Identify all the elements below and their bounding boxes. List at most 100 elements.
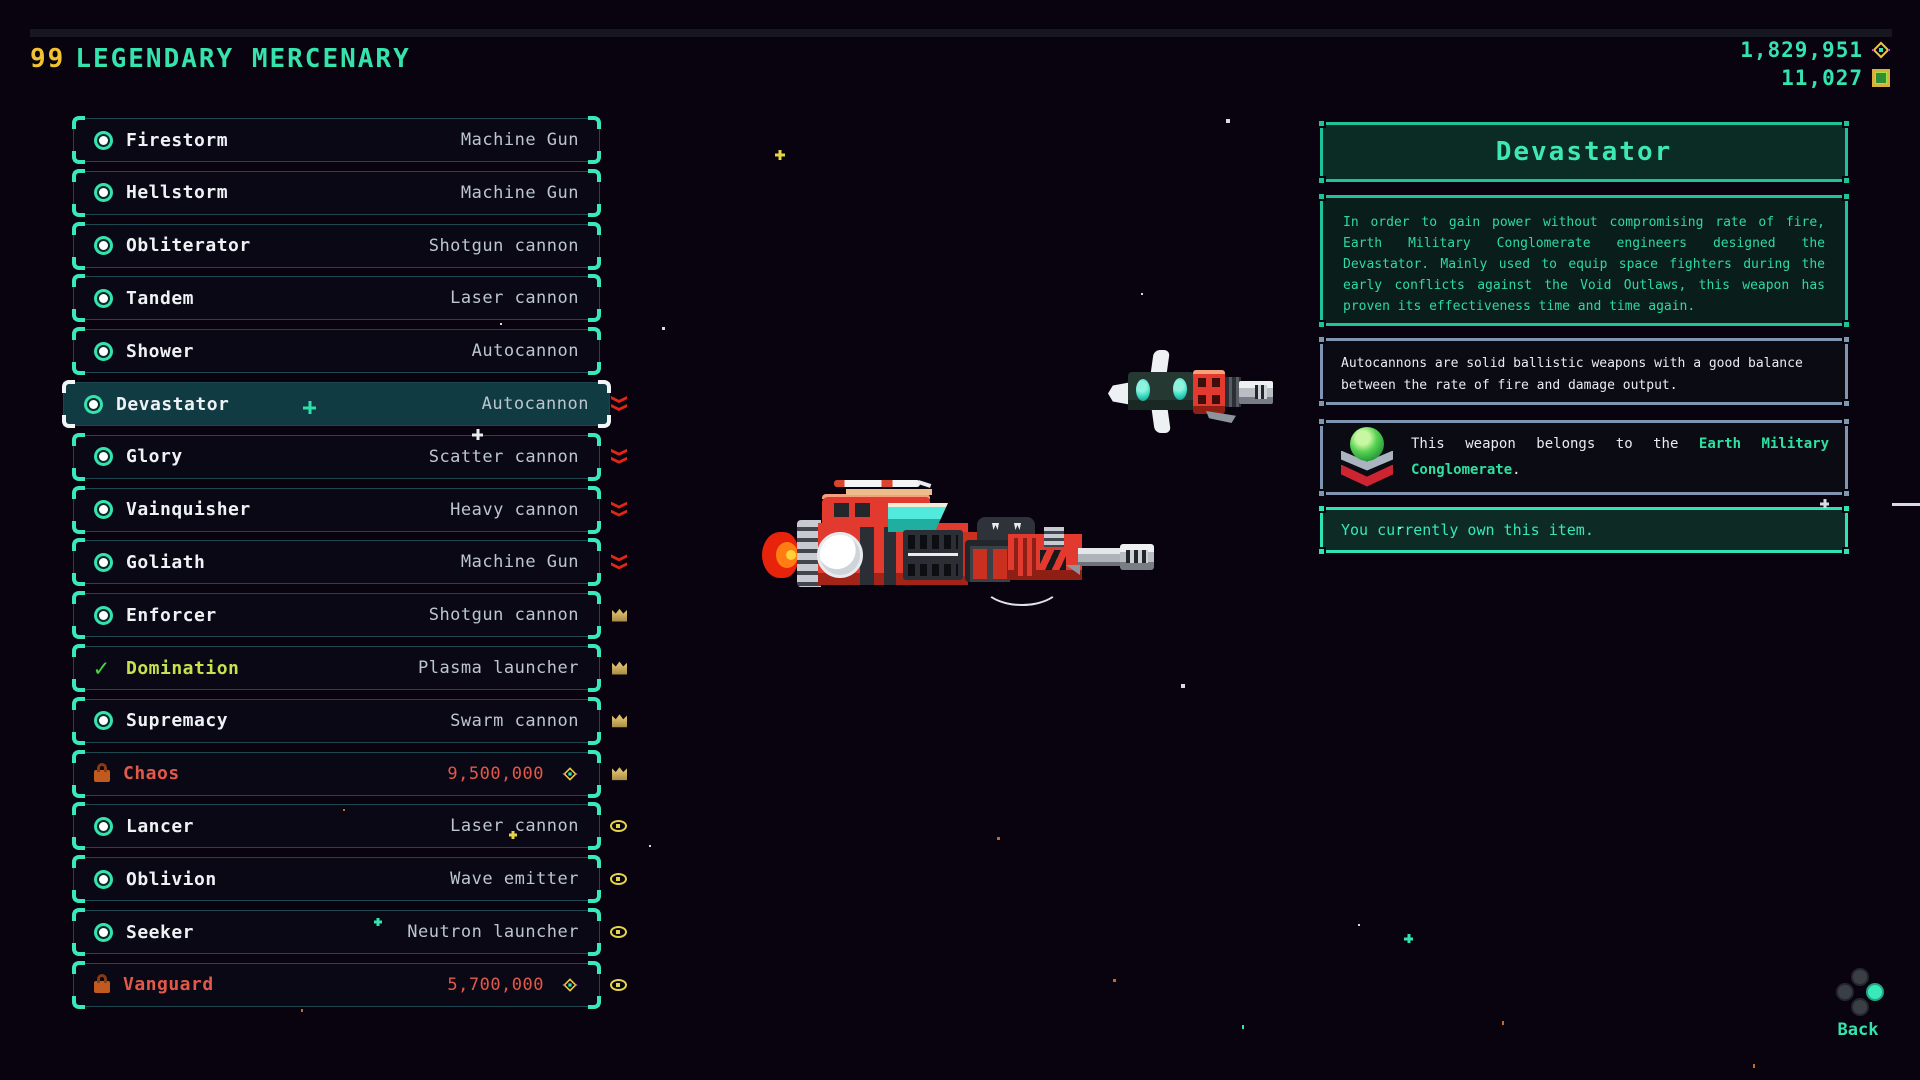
star — [1892, 503, 1920, 506]
bullet-icon — [99, 821, 108, 831]
bracket-icon — [72, 591, 85, 605]
weapon-description-box: In order to gain power without compromis… — [1317, 192, 1851, 329]
weapon-row[interactable]: Hellstorm Machine Gun — [72, 168, 601, 217]
weapon-row[interactable]: Glory Scatter cannon — [72, 432, 601, 481]
weapon-name: Chaos — [123, 763, 180, 785]
gem-icon — [563, 978, 577, 992]
weapon-name: Lancer — [126, 815, 195, 837]
weapon-name: Hellstorm — [126, 182, 229, 204]
weapon-name: Glory — [126, 446, 183, 468]
ownership-box: You currently own this item. — [1317, 504, 1851, 556]
bullet-icon — [99, 505, 108, 515]
weapon-name: Vainquisher — [126, 499, 251, 521]
weapon-name: Shower — [126, 340, 195, 362]
lock-icon — [94, 974, 110, 994]
bracket-icon — [588, 362, 601, 376]
weapon-name: Seeker — [126, 921, 195, 943]
weapon-type: Machine Gun — [460, 552, 579, 573]
bracket-icon — [588, 784, 601, 798]
weapon-row[interactable]: Chaos 9,500,000 — [72, 749, 627, 798]
bracket-icon — [72, 116, 85, 129]
weapon-type: Laser cannon — [450, 816, 579, 837]
bracket-icon — [72, 696, 85, 710]
bracket-icon — [588, 943, 601, 956]
weapon-type: Neutron launcher — [407, 922, 579, 942]
back-button[interactable]: Back — [1816, 968, 1900, 1040]
bullet-icon — [99, 135, 108, 145]
gem-icon — [563, 766, 577, 780]
weapon-row[interactable]: ✓ Domination Plasma launcher — [72, 644, 627, 692]
autocannon-sprite — [1103, 345, 1298, 450]
bracket-icon — [588, 573, 601, 587]
weapon-name: Tandem — [126, 287, 195, 309]
faction-name: Earth Military Conglomerate — [1411, 435, 1829, 478]
weapon-type: Scatter cannon — [428, 446, 579, 467]
faction-box: This weapon belongs to the Earth Militar… — [1317, 417, 1851, 498]
star — [997, 837, 1000, 840]
weapon-row[interactable]: Vanguard 5,700,000 — [72, 960, 627, 1009]
star — [1404, 934, 1413, 943]
weapon-row[interactable]: Obliterator Shotgun cannon — [72, 221, 601, 270]
bullet-icon — [99, 241, 108, 251]
bracket-icon — [72, 995, 85, 1009]
bullet-icon — [99, 557, 108, 567]
bracket-icon — [588, 520, 601, 534]
bracket-icon — [72, 538, 85, 552]
weapon-row[interactable]: Devastator Autocannon — [62, 380, 611, 428]
bracket-icon — [72, 362, 85, 376]
weapon-name: Domination — [126, 657, 240, 679]
bracket-icon — [72, 573, 85, 587]
weapon-name: Supremacy — [126, 710, 229, 732]
bracket-icon — [588, 802, 601, 816]
player-rank: LEGENDARY MERCENARY — [75, 44, 411, 74]
xp-bar — [30, 29, 1892, 37]
credits-value: 1,829,951 — [1740, 38, 1863, 62]
bracket-icon — [588, 890, 601, 904]
bracket-icon — [72, 309, 85, 323]
cursor-crosshair[interactable] — [303, 401, 316, 414]
bracket-icon — [588, 696, 601, 710]
weapon-row[interactable]: Shower Autocannon — [72, 327, 601, 376]
star — [649, 845, 651, 847]
bracket-icon — [62, 380, 75, 393]
bracket-icon — [588, 731, 601, 745]
weapon-type: Heavy cannon — [450, 499, 579, 520]
weapon-row[interactable]: Supremacy Swarm cannon — [72, 696, 627, 745]
weapon-type: Shotgun cannon — [428, 605, 579, 626]
bracket-icon — [72, 168, 85, 182]
bracket-icon — [588, 203, 601, 217]
bracket-icon — [588, 538, 601, 552]
bracket-icon — [72, 151, 85, 164]
bracket-icon — [588, 837, 601, 851]
bullet-icon — [99, 346, 108, 356]
bracket-icon — [588, 908, 601, 921]
star — [1358, 924, 1360, 926]
weapon-type: Autocannon — [481, 394, 589, 414]
bracket-icon — [72, 221, 85, 235]
weapon-row[interactable]: Lancer Laser cannon — [72, 802, 627, 851]
star — [374, 918, 382, 926]
weapon-row[interactable]: Vainquisher Heavy cannon — [72, 485, 601, 534]
weapon-row[interactable]: Oblivion Wave emitter — [72, 855, 627, 904]
star — [775, 150, 785, 160]
weapon-row[interactable]: Goliath Machine Gun — [72, 538, 601, 587]
eye-icon — [610, 873, 627, 886]
weapon-row[interactable]: Enforcer Shotgun cannon — [72, 591, 627, 640]
weapon-name: Obliterator — [126, 235, 251, 257]
bracket-icon — [588, 221, 601, 235]
weapon-row[interactable]: Firestorm Machine Gun — [72, 116, 601, 164]
bracket-icon — [72, 256, 85, 270]
weapon-list: Firestorm Machine Gun Hellstorm Machine … — [62, 116, 627, 1058]
bracket-icon — [72, 908, 85, 921]
back-label: Back — [1837, 1020, 1879, 1040]
bullet-icon — [99, 610, 108, 620]
bracket-icon — [72, 731, 85, 745]
bullet-icon — [99, 927, 108, 937]
weapon-row[interactable]: Seeker Neutron launcher — [72, 908, 627, 956]
star — [1753, 1064, 1755, 1068]
star — [1820, 499, 1829, 508]
gem-icon — [1872, 41, 1890, 59]
weapon-row[interactable]: Tandem Laser cannon — [72, 274, 601, 323]
gamepad-buttons-icon — [1828, 968, 1888, 1016]
bracket-icon — [72, 467, 85, 481]
